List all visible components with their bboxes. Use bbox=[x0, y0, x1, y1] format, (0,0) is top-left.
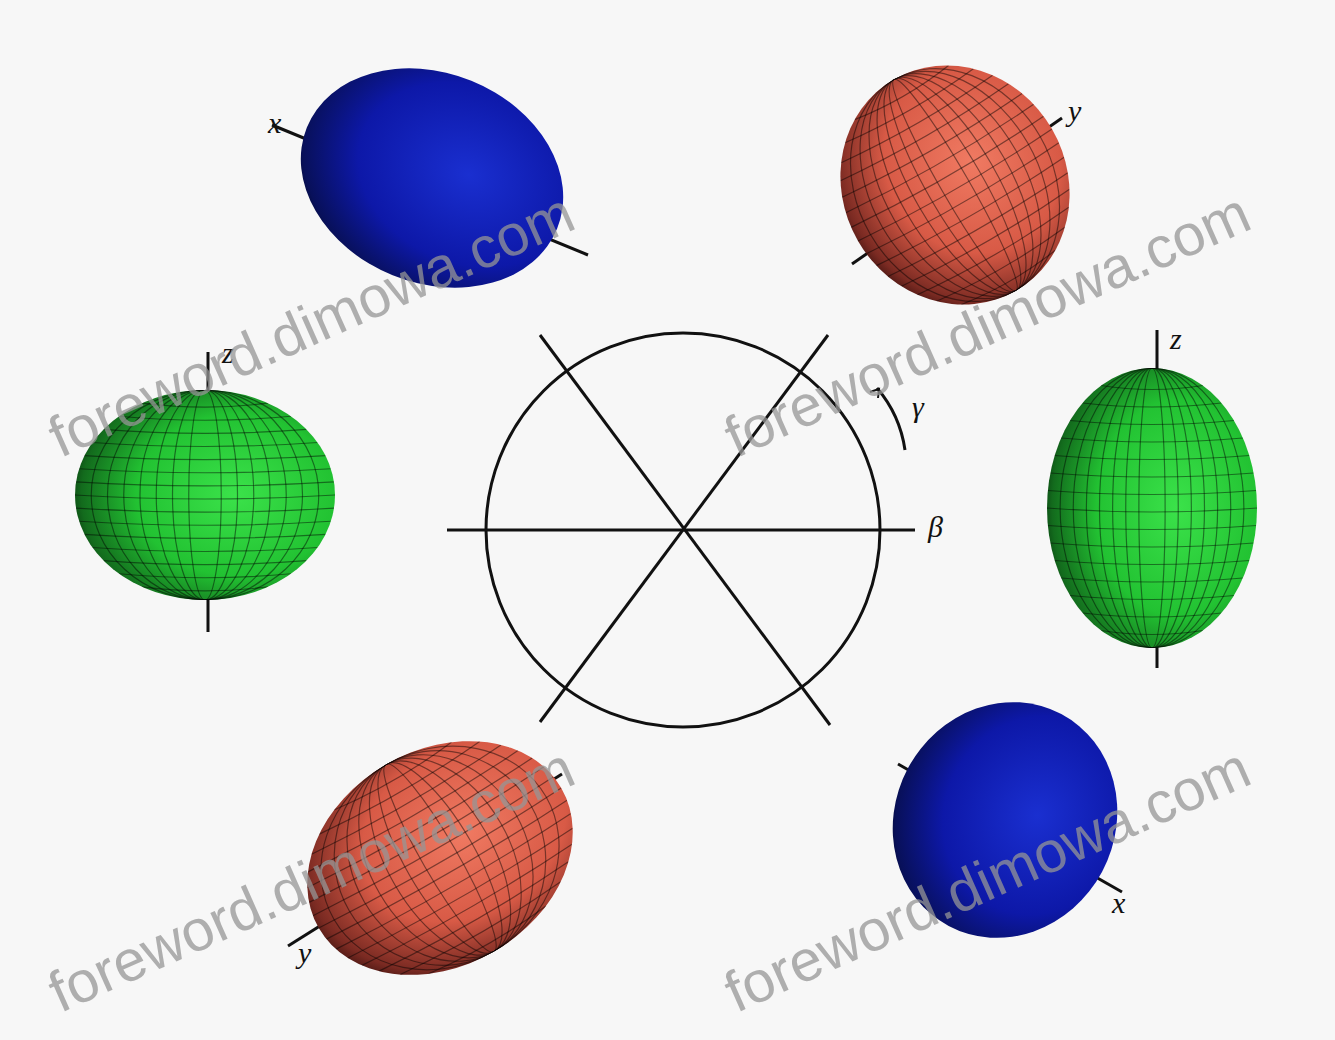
axis-label: y bbox=[1068, 96, 1081, 126]
axis-label: x bbox=[1112, 888, 1125, 918]
parameter-label: β bbox=[928, 512, 943, 542]
parameter-label: γ bbox=[912, 392, 924, 422]
axis-label: x bbox=[268, 108, 281, 138]
axis-label: y bbox=[298, 938, 311, 968]
axis-label: z bbox=[1170, 324, 1182, 354]
ellipsoid bbox=[1047, 368, 1257, 648]
watermark: foreword.dimowa.com bbox=[40, 183, 582, 467]
